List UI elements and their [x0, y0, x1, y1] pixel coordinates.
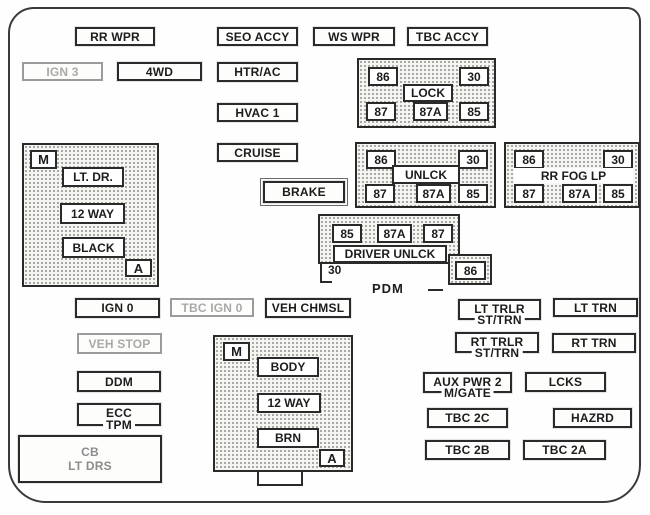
- terminal-87: 87: [514, 184, 544, 203]
- connector-badge-m: M: [223, 342, 250, 361]
- terminal-85: 85: [332, 224, 362, 243]
- terminal-87a: 87A: [413, 102, 448, 121]
- terminal-87a: 87A: [562, 184, 597, 203]
- fuse-hazrd: HAZRD: [553, 408, 632, 428]
- fuse-tbc-2c: TBC 2C: [427, 408, 508, 428]
- terminal-30: 30: [459, 67, 489, 86]
- fuse-ign-0: IGN 0: [75, 298, 160, 318]
- fuse-aux-pwr2-line1: AUX PWR 2: [433, 375, 502, 389]
- fuse-ecc-tpm: ECC TPM: [77, 403, 161, 432]
- fuse-rt-trlr-line1: RT TRLR: [470, 335, 524, 349]
- fuse-cruise: CRUISE: [217, 143, 298, 162]
- fuse-aux-pwr2-mgate: AUX PWR 2 M/GATE: [423, 372, 512, 400]
- relay-block-driver-unlck: 85 87A 87 DRIVER UNLCK: [318, 214, 460, 264]
- relay-label-lock: LOCK: [403, 84, 453, 102]
- connector-badge-m: M: [30, 150, 57, 169]
- connector-block-body: M BODY 12 WAY BRN A: [213, 335, 353, 472]
- connector-badge-a: A: [319, 449, 345, 467]
- terminal-30: 30: [603, 150, 633, 169]
- connector-label-12-way: 12 WAY: [60, 203, 125, 224]
- fuse-htr-ac: HTR/AC: [217, 62, 298, 82]
- connector-label-black: BLACK: [62, 237, 125, 258]
- breaker-cb-lt-drs: CB LT DRS: [18, 435, 162, 483]
- fuse-tbc-2b: TBC 2B: [425, 440, 510, 460]
- fuse-ddm: DDM: [77, 371, 161, 392]
- fuse-ecc-tpm-line1: ECC: [106, 406, 132, 420]
- terminal-87: 87: [365, 184, 395, 203]
- fuse-ecc-tpm-line2: TPM: [103, 419, 135, 432]
- relay-block-lock: 86 30 LOCK 87 87A 85: [357, 58, 496, 128]
- pdm-leader-line: [428, 289, 443, 291]
- fuse-tbc-ign-0: TBC IGN 0: [170, 298, 254, 317]
- terminal-87a: 87A: [377, 224, 412, 243]
- breaker-cb-line2: LT DRS: [68, 459, 112, 473]
- terminal-86: 86: [455, 261, 486, 280]
- fuse-veh-stop: VEH STOP: [77, 333, 162, 354]
- connector-badge-a: A: [125, 259, 152, 277]
- breaker-cb-line1: CB: [81, 445, 99, 459]
- connector-block-lt-dr: M LT. DR. 12 WAY BLACK A: [22, 143, 159, 287]
- fuse-lt-trn: LT TRN: [553, 298, 638, 317]
- fuse-ign-3: IGN 3: [22, 62, 103, 81]
- fuse-tbc-2a: TBC 2A: [523, 440, 606, 460]
- connector-label-12-way: 12 WAY: [257, 393, 321, 413]
- relay-block-unlck: 86 30 UNLCK 87 87A 85: [355, 142, 496, 208]
- connector-label-brn: BRN: [257, 428, 319, 448]
- relay-label-rr-fog-lp: RR FOG LP: [514, 168, 633, 183]
- fuse-lt-trlr-line1: LT TRLR: [474, 302, 525, 316]
- terminal-86: 86: [514, 150, 544, 169]
- fuse-rt-trn: RT TRN: [552, 333, 636, 353]
- fuse-tbc-accy: TBC ACCY: [407, 27, 488, 46]
- pdm-label: PDM: [372, 281, 404, 296]
- terminal-85: 85: [459, 102, 489, 121]
- relay-label-driver-unlck: DRIVER UNLCK: [333, 245, 447, 263]
- fuse-seo-accy: SEO ACCY: [217, 27, 298, 46]
- relay-block-driver-unlck-ext: 86: [448, 254, 492, 285]
- terminal-30: 30: [458, 150, 488, 169]
- connector-label-lt-dr: LT. DR.: [62, 167, 124, 187]
- fuse-veh-chmsl: VEH CHMSL: [265, 298, 351, 318]
- relay-label-unlck: UNLCK: [392, 165, 460, 184]
- fuse-lt-trlr-st-trn: LT TRLR ST/TRN: [458, 299, 541, 327]
- pdm-bracket-line: [320, 262, 332, 283]
- terminal-87: 87: [366, 102, 396, 121]
- fuse-lcks: LCKS: [525, 372, 606, 392]
- fuse-ws-wpr: WS WPR: [313, 27, 395, 46]
- fuse-rr-wpr: RR WPR: [75, 27, 155, 46]
- terminal-30: 30: [328, 263, 342, 277]
- connector-label-body: BODY: [257, 357, 319, 377]
- terminal-85: 85: [603, 184, 633, 203]
- fuse-box-outline: [8, 7, 641, 503]
- fuse-aux-pwr2-line2: M/GATE: [441, 387, 494, 400]
- terminal-86: 86: [368, 67, 398, 86]
- relay-block-rr-fog-lp: 86 30 RR FOG LP 87 87A 85: [504, 142, 640, 208]
- terminal-85: 85: [458, 184, 488, 203]
- fuse-rt-trlr-st-trn: RT TRLR ST/TRN: [455, 332, 539, 360]
- fuse-brake: BRAKE: [260, 178, 348, 206]
- terminal-87: 87: [423, 224, 453, 243]
- terminal-86: 86: [366, 150, 396, 169]
- fuse-rt-trlr-line2: ST/TRN: [471, 347, 523, 360]
- fuse-4wd: 4WD: [117, 62, 202, 81]
- terminal-87a: 87A: [416, 184, 451, 203]
- fuse-lt-trlr-line2: ST/TRN: [474, 314, 525, 327]
- fuse-hvac-1: HVAC 1: [217, 103, 298, 122]
